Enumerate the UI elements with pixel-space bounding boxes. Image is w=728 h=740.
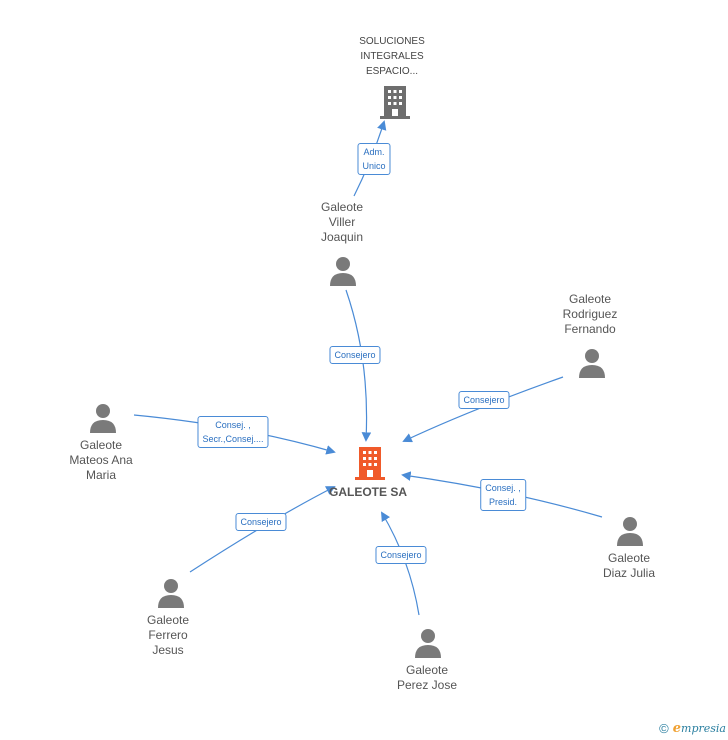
copyright-icon: © xyxy=(659,721,669,736)
edge-label-ferrero: Consejero xyxy=(235,513,287,531)
edge-rodriguez xyxy=(402,376,564,443)
person-icon[interactable] xyxy=(157,578,185,613)
person-label-mateos[interactable]: Galeote Mateos Ana Maria xyxy=(69,438,133,482)
person-icon[interactable] xyxy=(578,348,606,383)
company-label[interactable]: SOLUCIONES INTEGRALES ESPACIO... xyxy=(359,36,425,77)
footer-brand[interactable]: © empresia xyxy=(659,721,726,736)
person-label-ferrero[interactable]: Galeote Ferrero Jesus xyxy=(146,613,190,657)
brand-initial: e xyxy=(672,721,682,736)
edges-layer xyxy=(133,120,603,616)
edge-label-mateos: Consej. , Secr.,Consej.... xyxy=(197,416,269,448)
edge-perez xyxy=(381,511,420,616)
center-company-label[interactable]: GALEOTE SA xyxy=(328,485,407,499)
person-icon[interactable] xyxy=(616,516,644,551)
center-building-icon[interactable] xyxy=(354,446,386,485)
edge-label-villar: Consejero xyxy=(329,346,381,364)
person-label-diaz[interactable]: Galeote Diaz Julia xyxy=(602,551,656,580)
edge-label-perez: Consejero xyxy=(375,546,427,564)
edge-label-diaz: Consej. , Presid. xyxy=(480,479,526,511)
brand-name: mpresia xyxy=(681,722,726,735)
person-label-perez[interactable]: Galeote Perez Jose xyxy=(396,663,458,692)
person-icon[interactable] xyxy=(329,256,357,291)
edge-label-adm: Adm. Unico xyxy=(357,143,391,175)
person-icon[interactable] xyxy=(414,628,442,663)
person-icon[interactable] xyxy=(89,403,117,438)
person-label-rodriguez[interactable]: Galeote Rodriguez Fernando xyxy=(562,292,618,336)
person-label-villar[interactable]: Galeote Viller Joaquin xyxy=(320,200,364,244)
edge-label-rodriguez: Consejero xyxy=(458,391,510,409)
brand-logo: empresia xyxy=(673,721,726,736)
building-icon[interactable] xyxy=(379,85,411,124)
edge-villar xyxy=(345,289,372,442)
